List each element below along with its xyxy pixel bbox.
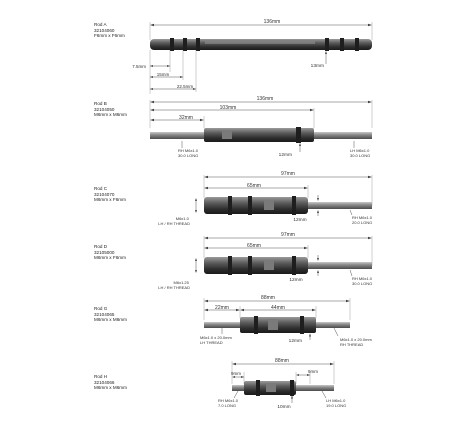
rod-c-name: Rod C [94, 186, 108, 191]
rod-d-note-rh: RH M6x1.0 30.0 LONG [352, 276, 373, 286]
rod-c-overall-dimension: 97mm 65mm [203, 171, 373, 206]
rod-b-dim-32: 32mm [179, 115, 193, 121]
rod-b-note-lh: LH M6x1.0 30.0 LONG [350, 148, 370, 158]
rod-d-callouts: M6x1.25 LH / RH THREAD 12mm RH M6x1.0 30… [158, 255, 373, 290]
rod-g-note-rh: M6x1.0 x 20.0mm RH THREAD [340, 337, 373, 347]
rod-c-size: M6mm x F6mm [94, 197, 126, 203]
rod-h-size: M6mm x M6mm [94, 385, 127, 391]
rod-h-dim-9-right: 9mm [308, 369, 318, 374]
rod-d-label: Rod D 32105000 M6mm x F6mm [94, 244, 126, 261]
rod-c-overall-text: 97mm [281, 171, 295, 177]
rod-b-drawing: 136mm 103mm 32mm RH M6x1.0 30.0 LONG [149, 96, 373, 158]
rod-g-body [204, 316, 350, 334]
rod-g-note-12mm: 12mm [289, 338, 302, 344]
rod-d-size: M6mm x F6mm [94, 255, 126, 261]
rod-b-note-rh: RH M6x1.0 30.0 LONG [178, 148, 199, 158]
rod-h-label: Rod H 32104066 M6mm x M6mm [94, 374, 127, 391]
rod-a-label: Rod A 32104060 F6mm x F6mm [94, 22, 125, 39]
rod-d-overall-dimension: 97mm 65mm [203, 232, 373, 266]
rod-c-note-12mm: 12mm [293, 217, 306, 223]
rod-c-drawing: 97mm 65mm M6x1.0 LH / RH THREAD [158, 171, 373, 226]
rod-g-label: Rod G 32104065 M6mm x M6mm [94, 306, 127, 323]
rod-h-note-rh: RH M6x1.0 7.0 LONG [218, 398, 239, 408]
rod-c-part: 32104070 [94, 191, 115, 197]
rod-c-note-thread: M6x1.0 LH / RH THREAD [158, 216, 190, 226]
rod-a-overall-dimension: 136mm [149, 19, 373, 40]
rod-c-callouts: M6x1.0 LH / RH THREAD 12mm RH M6x1.0 20.… [158, 195, 373, 226]
rod-d-note-thread: M6x1.25 LH / RH THREAD [158, 280, 190, 290]
rod-b-overall-dimension: 136mm 103mm 32mm [149, 96, 373, 128]
rod-d-body [204, 256, 372, 275]
rod-g-overall-text: 88mm [261, 295, 275, 301]
rod-c-body [204, 196, 372, 215]
rod-a-name: Rod A [94, 22, 107, 27]
rod-g-name: Rod G [94, 306, 108, 311]
rod-h-part: 32104066 [94, 379, 115, 385]
rod-b-label: Rod B 32104050 M6mm x M6mm [94, 101, 127, 118]
rod-a-dim-15: 15mm [157, 72, 170, 77]
rod-b-name: Rod B [94, 101, 107, 106]
rod-b-body [150, 127, 372, 143]
rod-a-body [150, 38, 372, 51]
rod-a-note-13mm: 13mm [311, 63, 324, 69]
rod-b-dim-103: 103mm [220, 105, 237, 111]
rod-b-part: 32104050 [94, 106, 115, 112]
rod-h-dim-9-left: 9mm [231, 371, 241, 376]
rod-g-callouts: M6x1.0 x 20.0mm LH THREAD 12mm M6x1.0 x … [200, 327, 373, 347]
rod-d-name: Rod D [94, 244, 108, 249]
rod-d-drawing: 97mm 65mm M6x1.25 LH / RH THREAD [158, 232, 373, 290]
rod-h-overall-text: 88mm [275, 358, 289, 364]
rod-b-size: M6mm x M6mm [94, 112, 127, 118]
rod-a-part: 32104060 [94, 27, 115, 33]
rod-h-name: Rod H [94, 374, 108, 379]
rod-d-overall-text: 97mm [281, 232, 295, 238]
rod-g-overall-dimension: 88mm 22mm 44mm [203, 295, 351, 320]
rod-a-size: F6mm x F6mm [94, 33, 125, 39]
rod-c-label: Rod C 32104070 M6mm x F6mm [94, 186, 126, 203]
rod-h-callouts: RH M6x1.0 7.0 LONG 10mm LH M6x1.0 19.0 L… [218, 390, 346, 410]
rod-c-dim-65: 65mm [247, 183, 261, 189]
rod-h-note-lh: LH M6x1.0 19.0 LONG [326, 398, 346, 408]
rod-g-size: M6mm x M6mm [94, 317, 127, 323]
rod-g-dim-44: 44mm [271, 305, 285, 311]
rod-h-overall-dimension: 88mm 9mm 9mm [231, 358, 335, 384]
rod-b-overall-text: 136mm [257, 96, 274, 102]
rod-a-diameter-callout: 13mm [311, 51, 327, 69]
rod-g-part: 32104065 [94, 311, 115, 317]
rod-b-callouts: RH M6x1.0 30.0 LONG 12mm LH M6x1.0 30.0 … [178, 141, 370, 158]
rod-a-dim-22-5: 22.5mm [177, 84, 194, 89]
rod-h-drawing: 88mm 9mm 9mm RH M6x1.0 7.0 LONG [218, 358, 346, 410]
rod-a-detail-dims: 7.5mm 15mm 22.5mm [132, 50, 197, 94]
rod-g-dim-22: 22mm [215, 305, 229, 311]
rod-d-part: 32105000 [94, 249, 115, 255]
rod-a-dim-7-5: 7.5mm [132, 64, 146, 69]
rod-d-dim-65: 65mm [247, 243, 261, 249]
rod-a-overall-text: 136mm [264, 19, 281, 25]
rod-b-note-12mm: 12mm [279, 152, 292, 158]
rod-g-note-lh: M6x1.0 x 20.0mm LH THREAD [200, 335, 233, 345]
rod-h-body [232, 380, 334, 396]
rod-d-note-12mm: 12mm [289, 277, 302, 283]
rod-g-drawing: 88mm 22mm 44mm M6x1.0 x 20.0mm LH THREAD [200, 295, 373, 347]
rod-c-note-rh: RH M6x1.0 20.0 LONG [352, 215, 373, 225]
rod-h-note-10mm: 10mm [277, 404, 290, 410]
rod-a-drawing: 136mm 7.5mm 15mm [132, 19, 373, 94]
